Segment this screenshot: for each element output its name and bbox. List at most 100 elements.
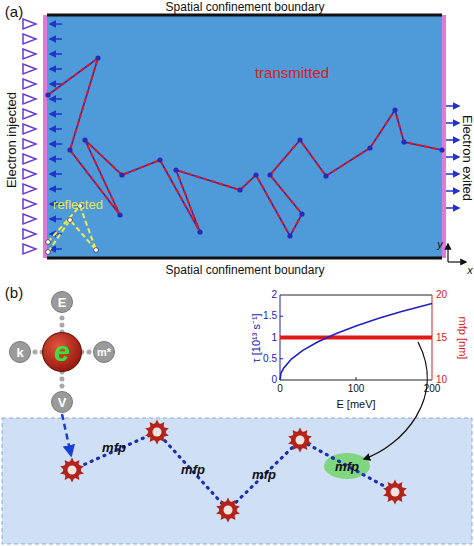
- injection-arrow: [50, 23, 62, 25]
- plot-area: [280, 295, 432, 380]
- injection-triangle: [23, 184, 36, 194]
- injection-triangle: [23, 124, 36, 134]
- scattering-point: [299, 211, 304, 216]
- node-text: E: [58, 296, 67, 309]
- injection-arrow: [50, 38, 62, 40]
- axis-title: E [meV]: [336, 399, 375, 410]
- electron-particle: [287, 428, 312, 453]
- scattering-point: [119, 172, 124, 177]
- mfp-label: mfp: [181, 463, 205, 476]
- annotation-text: y: [437, 239, 443, 250]
- injection-arrow: [50, 143, 62, 145]
- electron-circle: e: [42, 332, 82, 372]
- axis-arrow: [447, 244, 448, 262]
- injection-arrow: [50, 113, 62, 115]
- scattering-point: [392, 107, 397, 112]
- injection-arrow: [50, 83, 62, 85]
- scattering-point: [297, 137, 302, 142]
- annotation-text: Electron exited: [461, 115, 474, 201]
- scattering-point: [237, 187, 242, 192]
- scattering-point: [68, 218, 73, 223]
- injection-triangle: [23, 169, 36, 179]
- exit-arrow: [446, 122, 459, 124]
- hop-path: [72, 432, 395, 510]
- annotation-text: Spatial confinement boundary: [166, 264, 325, 276]
- injection-arrow: [50, 68, 62, 70]
- exit-arrow: [446, 190, 459, 192]
- injection-arrow: [50, 218, 62, 220]
- injection-triangle: [23, 94, 36, 104]
- exit-arrow: [446, 156, 459, 158]
- mfp-label: mfp: [102, 441, 126, 454]
- material-strip: [2, 418, 472, 544]
- contact-bar: [442, 15, 446, 258]
- injection-triangle: [23, 139, 36, 149]
- electron-particle: [59, 458, 84, 483]
- annotation-text: Electron injected: [5, 92, 18, 188]
- injection-triangle: [23, 34, 36, 44]
- tick-label: 1.5: [263, 311, 277, 321]
- mfp-curve: [280, 336, 432, 340]
- bead-connector: [82, 350, 93, 355]
- boundary-line: [47, 257, 442, 260]
- annotation-text: reflected: [53, 198, 103, 211]
- tick-label: 20: [436, 290, 447, 300]
- injection-arrow: [50, 188, 62, 190]
- injection-triangle: [23, 244, 36, 254]
- node-text: e: [54, 338, 70, 366]
- axis-title: τ [10¹³ s⁻¹]: [251, 313, 262, 362]
- scattering-point: [439, 147, 444, 152]
- scattering-point: [173, 167, 178, 172]
- scattering-point: [253, 172, 258, 177]
- scattering-point: [46, 240, 51, 245]
- scattering-point: [157, 157, 162, 162]
- contact-bar: [43, 15, 47, 258]
- scattering-point: [67, 147, 72, 152]
- bead-connector: [31, 350, 42, 355]
- electron-particle: [215, 498, 240, 523]
- injection-arrow: [50, 158, 62, 160]
- injection-triangle: [23, 49, 36, 59]
- node-text: k: [16, 346, 23, 359]
- trajectory-line: [48, 58, 442, 236]
- property-circle: E: [51, 291, 73, 313]
- mfp-label: mfp: [252, 468, 276, 481]
- injection-arrow: [50, 53, 62, 55]
- tick-label: 0: [277, 384, 283, 394]
- exit-arrow: [446, 105, 459, 107]
- injection-triangle: [23, 229, 36, 239]
- scattering-point: [82, 137, 87, 142]
- tau-curve: [280, 304, 432, 381]
- scattering-point: [95, 55, 100, 60]
- exit-arrow: [446, 207, 459, 209]
- panel-label: (b): [5, 285, 23, 300]
- injection-triangle: [23, 199, 36, 209]
- axis-arrow: [448, 261, 466, 262]
- plot-frame: [280, 295, 432, 296]
- annotation-text: x: [467, 265, 473, 276]
- scattering-point: [367, 145, 372, 150]
- scattering-point: [45, 92, 50, 97]
- injection-triangle: [23, 19, 36, 29]
- scattering-point: [267, 172, 272, 177]
- dashed-arrow: [62, 414, 71, 455]
- exit-arrow: [446, 173, 459, 175]
- tick-label: 2: [271, 290, 277, 300]
- injection-arrow: [50, 248, 62, 250]
- injection-triangle: [23, 79, 36, 89]
- exit-arrow: [446, 139, 459, 141]
- axis-title: mfp [nm]: [457, 317, 468, 360]
- reflected-path: [48, 206, 96, 252]
- panel-label: (a): [5, 4, 23, 19]
- injection-arrow: [50, 98, 62, 100]
- tick-label: 0: [271, 375, 277, 385]
- tick-label: 200: [424, 384, 441, 394]
- bead-connector: [60, 313, 65, 332]
- injection-arrow: [50, 128, 62, 130]
- tick-label: 15: [436, 333, 447, 343]
- tick-label: 100: [348, 384, 365, 394]
- boundary-line: [47, 14, 442, 17]
- electron-particle: [144, 420, 169, 445]
- scattering-point: [323, 173, 328, 178]
- injection-triangle: [23, 214, 36, 224]
